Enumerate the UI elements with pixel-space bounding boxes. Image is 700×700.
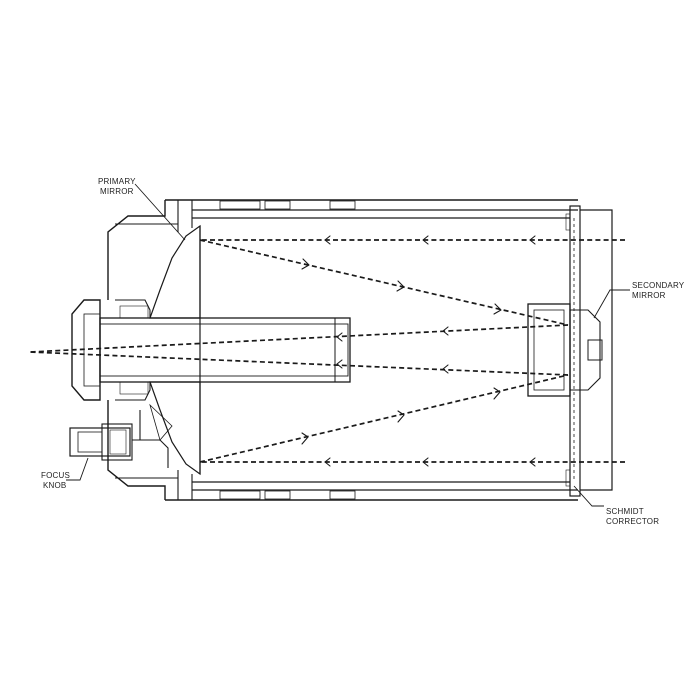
focus-knob [69,403,173,468]
schmidt-corrector-label: SCHMIDT CORRECTOR [606,507,659,526]
baffle-tube [71,299,351,401]
focus-knob-label: FOCUS KNOB [41,471,72,490]
leader-lines [66,183,630,507]
primary-mirror [149,224,201,476]
secondary-mirror-label: SECONDARY MIRROR [632,281,687,300]
light-rays [29,239,625,463]
secondary-mirror [527,303,603,397]
primary-mirror-label: PRIMARY MIRROR [98,177,138,196]
telescope-tube [107,199,613,501]
ray-arrows [301,235,536,467]
